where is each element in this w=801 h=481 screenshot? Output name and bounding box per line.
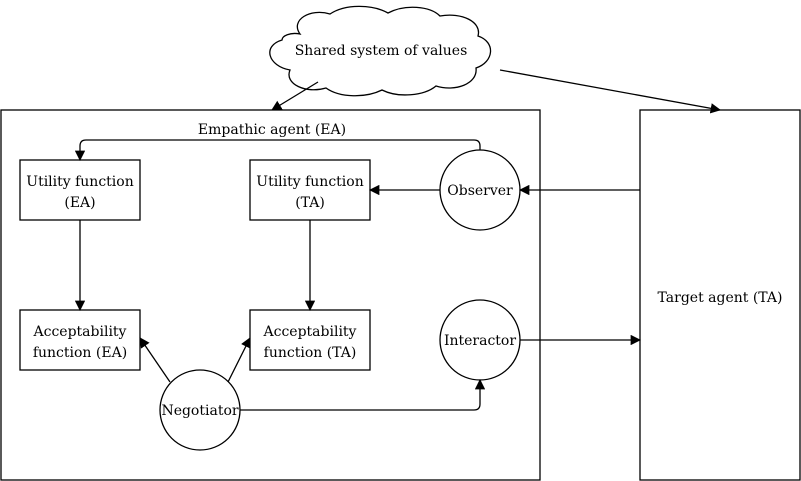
svg-text:Negotiator: Negotiator [161,403,238,419]
svg-text:(TA): (TA) [295,195,325,211]
svg-text:(EA): (EA) [64,195,95,211]
utility-function-ta: Utility function (TA) [249,159,371,221]
edge-observer-to-utility-ea [74,139,481,162]
negotiator-node: Negotiator [159,369,241,451]
svg-text:Utility function: Utility function [26,174,133,190]
utility-function-ea: Utility function (EA) [19,159,141,221]
svg-text:Acceptability: Acceptability [33,324,127,340]
svg-text:Acceptability: Acceptability [263,324,357,340]
acceptability-function-ea: Acceptability function (EA) [19,309,141,371]
target-agent-box [639,109,801,481]
shared-values-cloud: Shared system of values [269,5,492,97]
acceptability-function-ta: Acceptability function (TA) [249,309,371,371]
svg-text:Interactor: Interactor [444,333,516,349]
edge-negotiator-to-interactor [240,378,486,411]
svg-text:function (EA): function (EA) [33,345,127,361]
edge-cloud-to-ea [271,81,319,111]
edges [74,69,722,411]
edge-negotiator-to-accept-ea [139,337,171,383]
edge-negotiator-to-accept-ta [227,337,251,383]
edge-cloud-to-ta [499,69,722,114]
empathic-agent-title: Empathic agent (EA) [198,122,346,138]
svg-text:function (TA): function (TA) [264,345,357,361]
cloud-label: Shared system of values [295,43,468,59]
target-agent-label: Target agent (TA) [658,290,783,306]
observer-node: Observer [439,149,521,231]
interactor-node: Interactor [439,299,521,381]
svg-text:Observer: Observer [447,183,513,199]
svg-text:Utility function: Utility function [256,174,363,190]
